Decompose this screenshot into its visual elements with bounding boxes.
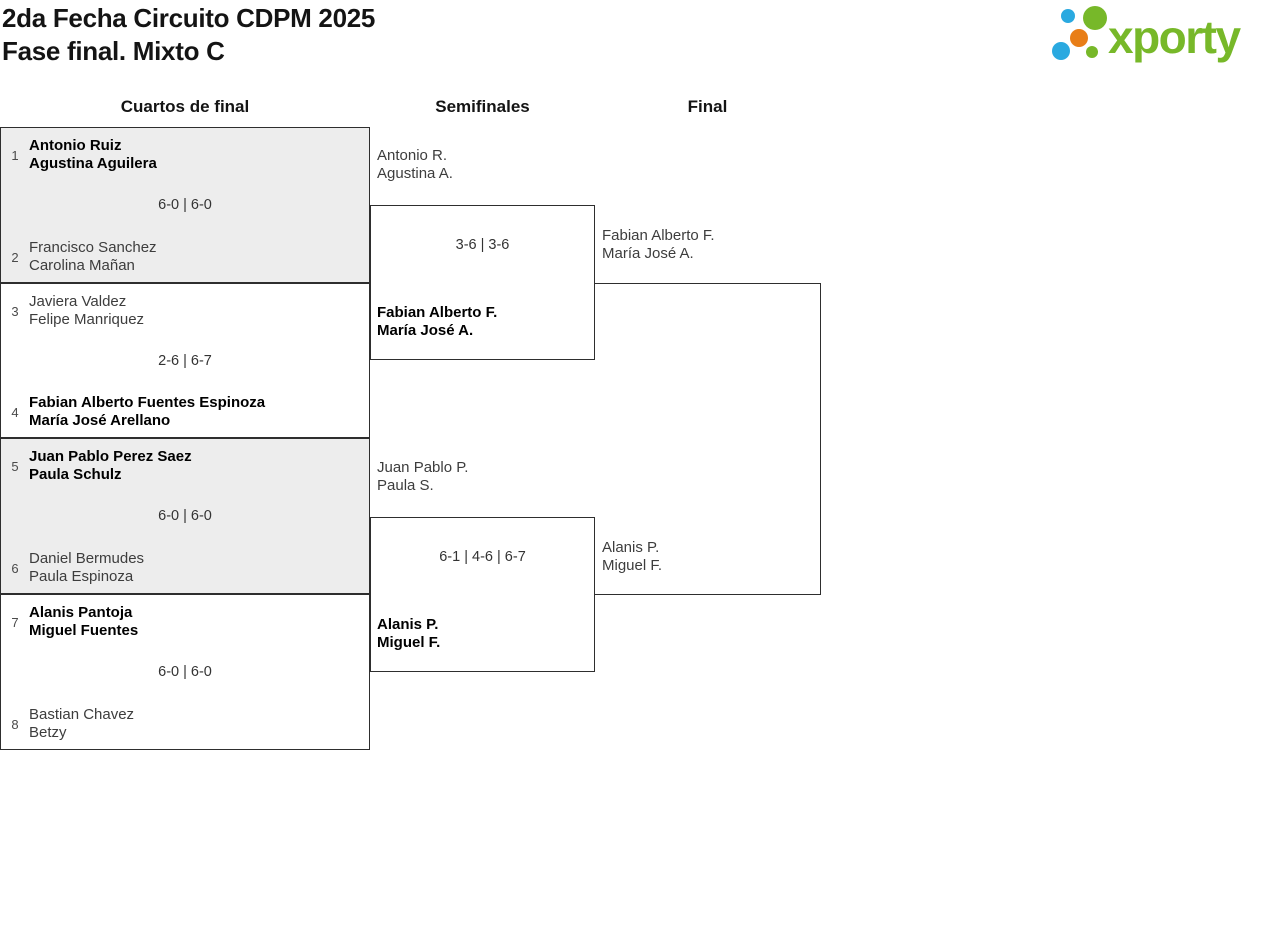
player-name: Agustina Aguilera [29,155,157,172]
player-name: Bastian Chavez [29,706,135,723]
match-score: 6-0 | 6-0 [158,197,212,213]
player-name: María José A. [602,245,694,262]
participant-top: 1 Antonio Ruiz Agustina Aguilera [1,137,369,173]
player-name: Miguel F. [602,557,663,574]
seed-number: 2 [11,249,19,265]
match-final [595,283,821,595]
round-header-quarterfinals: Cuartos de final [120,97,250,116]
participant-bottom: 2 Francisco Sanchez Carolina Mañan [1,239,369,275]
seed-number: 7 [11,614,19,630]
participant-bottom: Alanis P. Miguel F. [377,616,440,652]
round-header-final: Final [687,97,728,116]
xporty-logo[interactable]: xporty [1048,4,1276,70]
match-qf-2: 3 Javiera Valdez Felipe Manriquez 2-6 | … [0,283,370,438]
match-qf-4: 7 Alanis Pantoja Miguel Fuentes 6-0 | 6-… [0,594,370,750]
participant-bottom: Fabian Alberto F. María José A. [377,304,497,340]
player-name: Antonio Ruiz [29,137,122,154]
player-name: Paula Schulz [29,466,122,483]
player-name: Antonio R. [377,147,448,164]
logo-wordmark: xporty [1108,11,1241,63]
page-title-line1: 2da Fecha Circuito CDPM 2025 [2,3,376,33]
player-name: Alanis Pantoja [29,604,133,621]
player-name: Francisco Sanchez [29,239,157,256]
player-pair: Alanis Pantoja Miguel Fuentes [29,604,138,640]
match-score: 6-0 | 6-0 [158,664,212,680]
player-name: Betzy [29,724,67,741]
match-score: 6-1 | 4-6 | 6-7 [439,549,526,565]
player-pair: Bastian Chavez Betzy [29,706,134,742]
player-name: Paula S. [377,477,434,494]
participant-top: Juan Pablo P. Paula S. [377,459,468,495]
participant-bottom: 6 Daniel Bermudes Paula Espinoza [1,550,369,586]
match-sf-1: 3-6 | 3-6 [370,205,595,360]
logo-dot-icon [1070,29,1088,47]
participant-top: 7 Alanis Pantoja Miguel Fuentes [1,604,369,640]
participant-top: 3 Javiera Valdez Felipe Manriquez [1,293,369,329]
player-name: Juan Pablo Perez Saez [29,448,192,465]
round-header-semifinals: Semifinales [435,97,530,116]
player-name: Javiera Valdez [29,293,127,310]
player-name: Felipe Manriquez [29,311,145,328]
player-name: Carolina Mañan [29,257,135,274]
page-title: 2da Fecha Circuito CDPM 2025 Fase final.… [2,2,375,68]
page-title-line2: Fase final. Mixto C [2,36,225,66]
participant-top: Fabian Alberto F. María José A. [602,227,715,263]
player-name: Juan Pablo P. [377,459,469,476]
seed-number: 1 [11,147,19,163]
player-pair: Juan Pablo Perez Saez Paula Schulz [29,448,192,484]
player-pair: Daniel Bermudes Paula Espinoza [29,550,144,586]
player-pair: Fabian Alberto Fuentes Espinoza María Jo… [29,394,265,430]
player-name: Miguel F. [377,634,441,651]
match-qf-3: 5 Juan Pablo Perez Saez Paula Schulz 6-0… [0,438,370,594]
player-pair: Antonio Ruiz Agustina Aguilera [29,137,157,173]
logo-dot-icon [1083,6,1107,30]
player-name: Fabian Alberto Fuentes Espinoza [29,394,266,411]
logo-dot-icon [1061,9,1075,23]
seed-number: 4 [11,404,19,420]
seed-number: 8 [11,716,19,732]
player-name: Agustina A. [377,165,453,182]
player-name: Fabian Alberto F. [377,304,498,321]
seed-number: 5 [11,458,19,474]
player-name: Alanis P. [602,539,660,556]
match-score: 3-6 | 3-6 [455,237,510,253]
logo-dot-icon [1052,42,1070,60]
player-pair: Javiera Valdez Felipe Manriquez [29,293,144,329]
player-pair: Francisco Sanchez Carolina Mañan [29,239,157,275]
participant-top: 5 Juan Pablo Perez Saez Paula Schulz [1,448,369,484]
player-name: María José Arellano [29,412,171,429]
player-name: Alanis P. [377,616,439,633]
match-score: 2-6 | 6-7 [158,352,212,369]
seed-number: 3 [11,303,19,319]
participant-bottom: 8 Bastian Chavez Betzy [1,706,369,742]
seed-number: 6 [11,560,19,576]
player-name: Paula Espinoza [29,568,134,585]
match-qf-1: 1 Antonio Ruiz Agustina Aguilera 6-0 | 6… [0,127,370,283]
player-name: Miguel Fuentes [29,622,139,639]
logo-dot-icon [1086,46,1098,58]
match-sf-2: 6-1 | 4-6 | 6-7 [370,517,595,672]
match-score: 6-0 | 6-0 [158,508,212,524]
player-name: Daniel Bermudes [29,550,145,567]
participant-bottom: 4 Fabian Alberto Fuentes Espinoza María … [1,394,369,430]
player-name: María José A. [377,322,474,339]
participant-top: Antonio R. Agustina A. [377,147,453,183]
participant-bottom: Alanis P. Miguel F. [602,539,662,575]
player-name: Fabian Alberto F. [602,227,715,244]
